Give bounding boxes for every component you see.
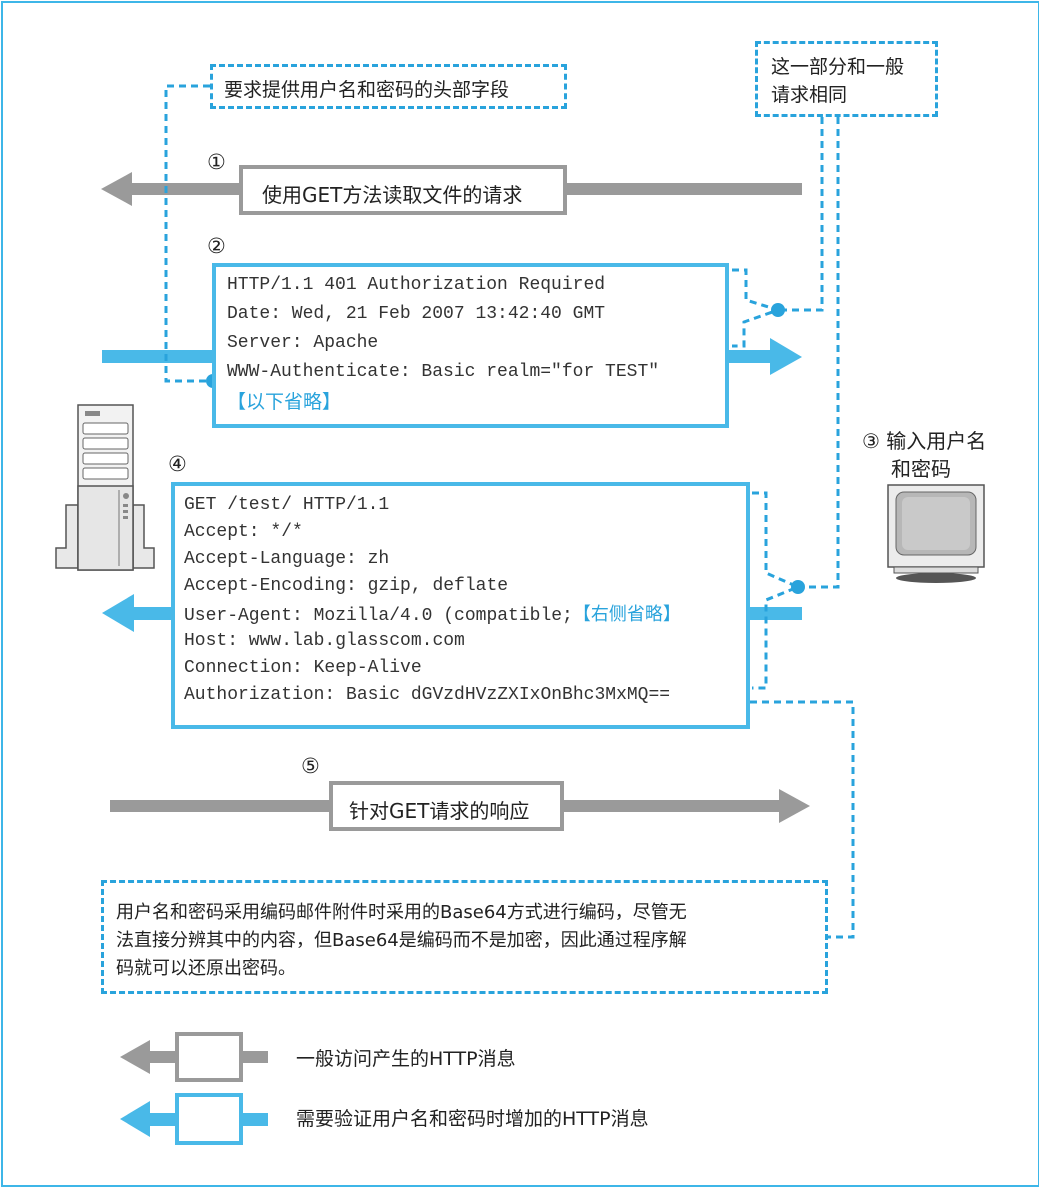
step-4-line-8: Authorization: Basic dGVzdHVzZXIxOnBhc3M…	[184, 685, 671, 705]
step-2-line-4: WWW-Authenticate: Basic realm="for TEST"	[227, 362, 660, 382]
step-4-line-7: Connection: Keep-Alive	[184, 658, 422, 678]
step-4-line-5: User-Agent: Mozilla/4.0 (compatible;【右侧省…	[184, 600, 681, 631]
step-3-line-2: 和密码	[891, 457, 951, 481]
legend-auth-label: 需要验证用户名和密码时增加的HTTP消息	[296, 1108, 649, 1130]
step-5-number: ⑤	[301, 754, 320, 778]
step-3-line-1: ③ 输入用户名	[862, 429, 987, 453]
step-2-line-1: HTTP/1.1 401 Authorization Required	[227, 275, 606, 295]
legend-normal-box	[175, 1032, 243, 1082]
base64-note-line-2: 法直接分辨其中的内容，但Base64是编码而不是加密，因此通过程序解	[116, 930, 687, 951]
header-field-callout-text: 要求提供用户名和密码的头部字段	[224, 79, 510, 101]
step-2-omitted: 【以下省略】	[227, 391, 342, 413]
legend-auth-box	[175, 1093, 243, 1145]
step-4-line-6: Host: www.lab.glasscom.com	[184, 631, 465, 651]
step-4-user-agent: User-Agent: Mozilla/4.0 (compatible;	[184, 606, 573, 626]
step-4-line-3: Accept-Language: zh	[184, 549, 390, 569]
step-1-label-box: 使用GET方法读取文件的请求	[239, 165, 567, 215]
step-4-line-2: Accept: */*	[184, 522, 303, 542]
step-4-right-omitted: 【右侧省略】	[572, 604, 681, 625]
header-field-callout: 要求提供用户名和密码的头部字段	[210, 64, 567, 109]
step-4-request-box: GET /test/ HTTP/1.1 Accept: */* Accept-L…	[171, 482, 750, 729]
step-4-line-4: Accept-Encoding: gzip, deflate	[184, 576, 509, 596]
base64-note: 用户名和密码采用编码邮件附件时采用的Base64方式进行编码，尽管无 法直接分辨…	[101, 880, 828, 994]
step-5-label-box: 针对GET请求的响应	[329, 781, 564, 831]
server-icon	[55, 404, 155, 571]
same-as-normal-line-1: 这一部分和一般	[771, 56, 905, 78]
step-4-line-1: GET /test/ HTTP/1.1	[184, 495, 390, 515]
legend-normal-label: 一般访问产生的HTTP消息	[296, 1048, 516, 1070]
step-2-line-2: Date: Wed, 21 Feb 2007 13:42:40 GMT	[227, 304, 606, 324]
step-2-number: ②	[207, 234, 226, 258]
monitor-icon	[887, 484, 985, 583]
step-4-number: ④	[168, 452, 187, 476]
step-1-label: 使用GET方法读取文件的请求	[262, 183, 523, 207]
step-5-label: 针对GET请求的响应	[349, 799, 530, 823]
same-as-normal-callout: 这一部分和一般 请求相同	[755, 41, 938, 117]
dotted-connectors	[164, 84, 855, 939]
step-2-response-box: HTTP/1.1 401 Authorization Required Date…	[212, 263, 729, 428]
base64-note-line-1: 用户名和密码采用编码邮件附件时采用的Base64方式进行编码，尽管无	[116, 902, 687, 923]
same-as-normal-line-2: 请求相同	[771, 84, 848, 106]
step-2-line-3: Server: Apache	[227, 333, 379, 353]
base64-note-line-3: 码就可以还原出密码。	[116, 958, 296, 979]
step-1-number: ①	[207, 150, 226, 174]
